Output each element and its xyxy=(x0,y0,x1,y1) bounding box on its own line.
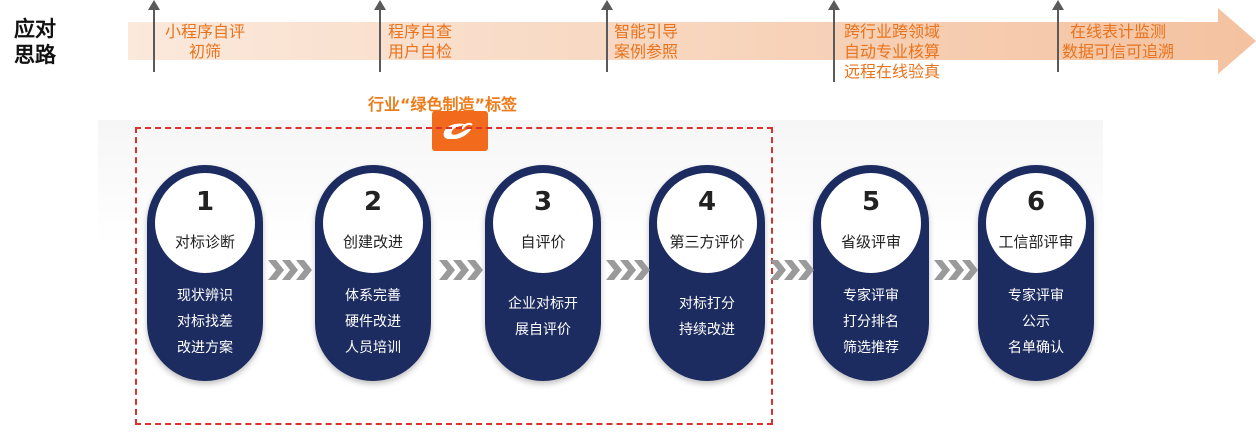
section-title: 应对 思路 xyxy=(14,16,56,68)
step-name: 自评价 xyxy=(520,233,566,251)
chevron-right-icon xyxy=(934,260,978,280)
chevron-right-icon xyxy=(606,260,650,280)
step-6-circle: 6 工信部评审 xyxy=(986,173,1086,273)
step-number: 3 xyxy=(533,187,553,217)
step-5-circle: 5 省级评审 xyxy=(821,173,921,273)
milestone-tick-2 xyxy=(379,8,381,72)
step-name: 省级评审 xyxy=(840,233,901,251)
step-3: 3 自评价 企业对标开展自评价 xyxy=(485,165,601,381)
step-items: 对标打分持续改进 xyxy=(679,296,735,338)
step-name: 工信部评审 xyxy=(998,233,1074,251)
milestone-tick-3 xyxy=(606,8,608,72)
step-3-circle: 3 自评价 xyxy=(493,173,593,273)
step-4: 4 第三方评价 对标打分持续改进 xyxy=(649,165,765,381)
milestone-label-1: 小程序自评初筛 xyxy=(164,22,246,61)
step-items: 专家评审公示名单确认 xyxy=(1008,288,1064,356)
title-line-2: 思路 xyxy=(14,43,56,67)
chevron-right-icon xyxy=(268,260,312,280)
step-number: 6 xyxy=(1026,187,1046,217)
step-number: 4 xyxy=(697,187,717,217)
step-name: 第三方评价 xyxy=(669,233,745,251)
milestone-tick-4 xyxy=(833,8,835,82)
step-items: 现状辨识对标找差改进方案 xyxy=(177,288,233,356)
step-number: 5 xyxy=(861,187,881,217)
milestone-label-3: 智能引导案例参照 xyxy=(613,22,679,61)
timeline-arrow xyxy=(128,8,1256,74)
step-5: 5 省级评审 专家评审打分排名筛选推荐 xyxy=(813,165,929,381)
step-name: 创建改进 xyxy=(342,233,403,251)
step-2: 2 创建改进 体系完善硬件改进人员培训 xyxy=(315,165,431,381)
step-items: 体系完善硬件改进人员培训 xyxy=(345,288,401,356)
chevron-right-icon xyxy=(439,260,483,280)
highlight-box xyxy=(135,127,773,425)
milestone-arrowheads xyxy=(148,0,1064,10)
alibaba-logo-icon xyxy=(432,111,488,151)
milestone-tick-1 xyxy=(153,8,155,72)
step-number: 1 xyxy=(195,187,215,217)
chevron-right-icon xyxy=(770,260,814,280)
step-number: 2 xyxy=(363,187,383,217)
step-1-circle: 1 对标诊断 xyxy=(155,173,255,273)
step-1: 1 对标诊断 现状辨识对标找差改进方案 xyxy=(147,165,263,381)
milestone-label-4: 跨行业跨领域自动专业核算远程在线验真 xyxy=(843,22,941,81)
green-manufacturing-tag: 行业“绿色制造”标签 xyxy=(368,95,518,114)
milestone-tick-5 xyxy=(1057,8,1059,72)
step-4-circle: 4 第三方评价 xyxy=(657,173,757,273)
step-6: 6 工信部评审 专家评审公示名单确认 xyxy=(978,165,1094,381)
milestone-label-5: 在线表计监测数据可信可追溯 xyxy=(1061,22,1175,61)
milestone-label-2: 程序自查用户自检 xyxy=(387,22,453,61)
step-items: 专家评审打分排名筛选推荐 xyxy=(843,288,899,356)
step-name: 对标诊断 xyxy=(174,233,235,251)
step-items: 企业对标开展自评价 xyxy=(508,296,578,338)
title-line-1: 应对 xyxy=(14,17,56,41)
step-2-circle: 2 创建改进 xyxy=(323,173,423,273)
